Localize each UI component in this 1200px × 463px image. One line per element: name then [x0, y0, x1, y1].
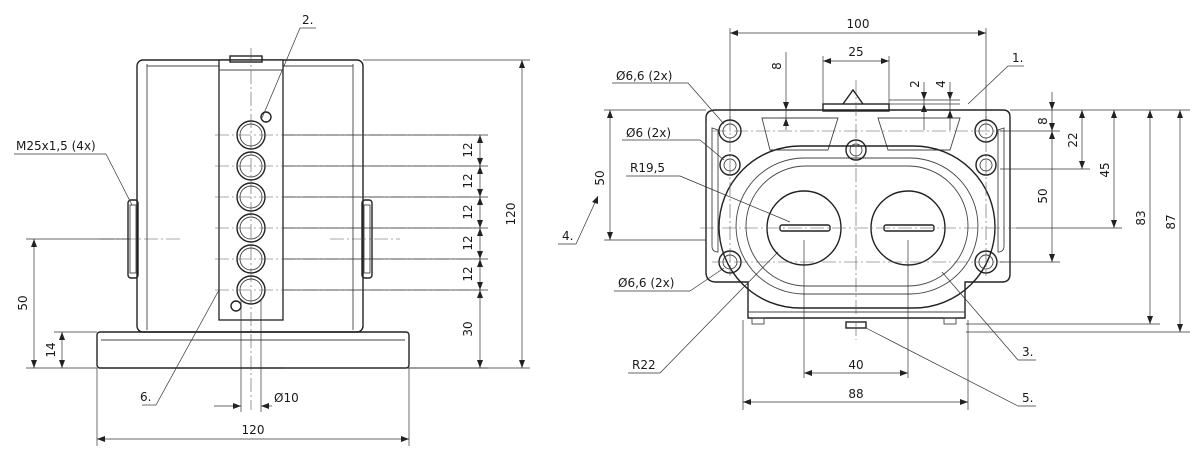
side-housing	[705, 88, 1011, 329]
left-50-dimension: 50	[593, 109, 706, 241]
height-120-dimension: 120	[363, 59, 530, 369]
width-25-dimension: 25	[822, 45, 890, 104]
ref-3-label: 3.	[1022, 345, 1033, 359]
height-50-label: 50	[16, 295, 30, 310]
width-120-dimension: 120	[96, 368, 410, 446]
width-100-dimension: 100	[729, 17, 987, 120]
front-view: 12 12 12 12 12 30 120 50	[14, 13, 530, 446]
width-120-label: 120	[242, 423, 265, 437]
height-120-label: 120	[504, 203, 518, 226]
side-leaders: Ø6,6 (2x) Ø6 (2x) R19,5 Ø6,6 (2x) R22 1.…	[558, 51, 1036, 407]
right-50-label: 50	[1036, 188, 1050, 203]
radius-22-label: R22	[632, 358, 656, 372]
dia10-label: Ø10	[274, 391, 299, 405]
radius-195-label: R19,5	[630, 161, 665, 175]
right-8-label: 8	[1036, 117, 1050, 125]
pitch-label-3: 12	[461, 204, 475, 219]
pitch-label-4: 12	[461, 235, 475, 250]
width-25-label: 25	[848, 45, 863, 59]
right-dimensions: 8 50 22 45 83 87	[966, 92, 1190, 333]
ref-5-label: 5.	[1022, 391, 1033, 405]
mounting-holes	[718, 119, 998, 274]
width-88-label: 88	[848, 387, 863, 401]
width-100-label: 100	[847, 17, 870, 31]
side-view: 100 25 8 2	[558, 17, 1190, 410]
height-14-label: 14	[44, 342, 58, 357]
oval-chamber	[718, 145, 996, 309]
pitch-label-5: 12	[461, 266, 475, 281]
dim-4-label: 4	[934, 80, 948, 88]
bottom-dimensions: 40 88	[742, 240, 969, 410]
front-centerlines	[100, 48, 480, 410]
thread-label: M25x1,5 (4x)	[16, 139, 96, 153]
hole-66-bottom-label: Ø6,6 (2x)	[618, 276, 674, 290]
pitch-label-1: 12	[461, 142, 475, 157]
height-left-dimensions: 50 14	[16, 238, 130, 369]
front-leaders: M25x1,5 (4x) 2. 6.	[14, 13, 316, 406]
right-87-label: 87	[1164, 214, 1178, 229]
depth-8-label: 8	[770, 62, 784, 70]
ref-2-label: 2.	[302, 13, 313, 27]
base-plate	[96, 331, 410, 369]
width-40-label: 40	[848, 358, 863, 372]
dim-2-label: 2	[908, 80, 922, 88]
dia10-dimension: Ø10	[214, 300, 299, 412]
ref-6-label: 6.	[140, 390, 151, 404]
side-centerlines	[700, 80, 1016, 340]
left-50-label: 50	[593, 170, 607, 185]
depth-8-dimension: 8	[770, 52, 830, 130]
right-83-label: 83	[1134, 210, 1148, 225]
pitch-dimensions: 12 12 12 12 12 30	[283, 134, 488, 369]
small-dimensions: 2 4	[889, 80, 960, 130]
hole-6-label: Ø6 (2x)	[626, 126, 671, 140]
right-22-label: 22	[1066, 132, 1080, 147]
hole-66-top-label: Ø6,6 (2x)	[616, 69, 672, 83]
pitch-label-2: 12	[461, 173, 475, 188]
bottom-hole-label: 30	[461, 321, 475, 336]
right-45-label: 45	[1098, 162, 1112, 177]
ref-4-label: 4.	[562, 229, 573, 243]
ref-1-label: 1.	[1012, 51, 1023, 65]
